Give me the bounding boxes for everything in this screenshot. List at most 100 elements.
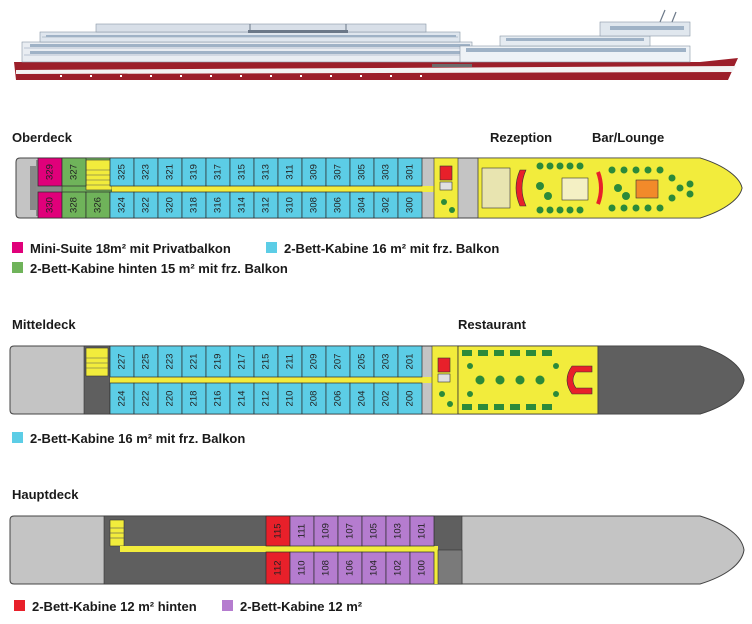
cabin-218[interactable]	[181, 382, 207, 415]
cabin-314[interactable]	[229, 191, 255, 219]
cabin-310[interactable]	[277, 191, 303, 219]
cabin-number: 327	[69, 164, 80, 180]
cabin-number: 302	[381, 197, 392, 213]
cabin-rows-hauptdeck: 1151121111101091081071061051041031021011…	[265, 515, 435, 585]
cabin-number: 321	[165, 164, 176, 180]
cabin-number: 317	[213, 164, 224, 180]
cabin-302[interactable]	[373, 191, 399, 219]
cabin-number: 108	[321, 560, 332, 576]
cabin-204[interactable]	[349, 382, 375, 415]
cabin-315[interactable]	[229, 157, 255, 187]
cabin-219[interactable]	[205, 345, 231, 378]
legend-swatch	[12, 242, 23, 253]
cabin-number: 224	[117, 391, 128, 407]
cabin-309[interactable]	[301, 157, 327, 187]
cabin-number: 324	[117, 197, 128, 213]
cabin-200[interactable]	[397, 382, 423, 415]
legend-swatch	[12, 262, 23, 273]
cabin-110[interactable]	[289, 551, 315, 585]
cabin-323[interactable]	[133, 157, 159, 187]
cabin-105[interactable]	[361, 515, 387, 547]
cabin-327[interactable]	[61, 157, 87, 187]
cabin-216[interactable]	[205, 382, 231, 415]
cabin-214[interactable]	[229, 382, 255, 415]
cabin-109[interactable]	[313, 515, 339, 547]
cabin-328[interactable]	[61, 191, 87, 219]
cabin-101[interactable]	[409, 515, 435, 547]
legend-swatch	[14, 600, 25, 611]
cabin-322[interactable]	[133, 191, 159, 219]
legend-swatch	[12, 432, 23, 443]
cabin-211[interactable]	[277, 345, 303, 378]
cabin-312[interactable]	[253, 191, 279, 219]
cabin-321[interactable]	[157, 157, 183, 187]
cabin-103[interactable]	[385, 515, 411, 547]
cabin-115[interactable]	[265, 515, 291, 547]
cabin-number: 307	[333, 164, 344, 180]
cabin-215[interactable]	[253, 345, 279, 378]
cabin-311[interactable]	[277, 157, 303, 187]
cabin-100[interactable]	[409, 551, 435, 585]
cabin-111[interactable]	[289, 515, 315, 547]
cabin-number: 223	[165, 354, 176, 370]
cabin-number: 222	[141, 391, 152, 407]
cabin-207[interactable]	[325, 345, 351, 378]
cabin-300[interactable]	[397, 191, 423, 219]
cabin-305[interactable]	[349, 157, 375, 187]
cabin-317[interactable]	[205, 157, 231, 187]
cabin-205[interactable]	[349, 345, 375, 378]
cabin-number: 315	[237, 164, 248, 180]
cabin-222[interactable]	[133, 382, 159, 415]
cabin-320[interactable]	[157, 191, 183, 219]
area-label-bar-lounge: Bar/Lounge	[592, 130, 664, 145]
cabin-number: 206	[333, 391, 344, 407]
cabin-202[interactable]	[373, 382, 399, 415]
cabin-203[interactable]	[373, 345, 399, 378]
cabin-225[interactable]	[133, 345, 159, 378]
cabin-303[interactable]	[373, 157, 399, 187]
deck-title-mitteldeck: Mitteldeck	[12, 317, 76, 332]
cabin-number: 106	[345, 560, 356, 576]
cabin-326[interactable]	[85, 191, 111, 219]
cabin-number: 320	[165, 197, 176, 213]
cabin-208[interactable]	[301, 382, 327, 415]
cabin-number: 221	[189, 354, 200, 370]
cabin-329[interactable]	[37, 157, 63, 187]
cabin-107[interactable]	[337, 515, 363, 547]
cabin-301[interactable]	[397, 157, 423, 187]
cabin-number: 301	[405, 164, 416, 180]
cabin-number: 112	[273, 560, 284, 575]
cabin-306[interactable]	[325, 191, 351, 219]
legend-item-label: 2-Bett-Kabine 12 m²	[240, 599, 363, 614]
cabin-106[interactable]	[337, 551, 363, 585]
cabin-number: 323	[141, 164, 152, 180]
cabin-number: 326	[93, 197, 104, 213]
cabin-201[interactable]	[397, 345, 423, 378]
cabin-number: 225	[141, 354, 152, 370]
legend-mitteldeck: 2-Bett-Kabine 16 m² mit frz. Balkon	[12, 431, 245, 446]
cabin-number: 115	[273, 523, 284, 538]
cabin-220[interactable]	[157, 382, 183, 415]
cabin-108[interactable]	[313, 551, 339, 585]
cabin-307[interactable]	[325, 157, 351, 187]
cabin-304[interactable]	[349, 191, 375, 219]
cabin-210[interactable]	[277, 382, 303, 415]
cabin-308[interactable]	[301, 191, 327, 219]
cabin-number: 329	[45, 164, 56, 180]
cabin-224[interactable]	[109, 382, 135, 415]
cabin-102[interactable]	[385, 551, 411, 585]
legend-item-label: 2-Bett-Kabine hinten 15 m² mit frz. Balk…	[30, 261, 288, 276]
cabin-325[interactable]	[109, 157, 135, 187]
cabin-number: 214	[237, 391, 248, 407]
cabin-212[interactable]	[253, 382, 279, 415]
cabin-227[interactable]	[109, 345, 135, 378]
cabin-number: 305	[357, 164, 368, 180]
cabin-223[interactable]	[157, 345, 183, 378]
cabin-316[interactable]	[205, 191, 231, 219]
cabin-number: 220	[165, 391, 176, 407]
cabin-330[interactable]	[37, 191, 63, 219]
cabin-number: 210	[285, 391, 296, 407]
cabin-206[interactable]	[325, 382, 351, 415]
cabin-319[interactable]	[181, 157, 207, 187]
